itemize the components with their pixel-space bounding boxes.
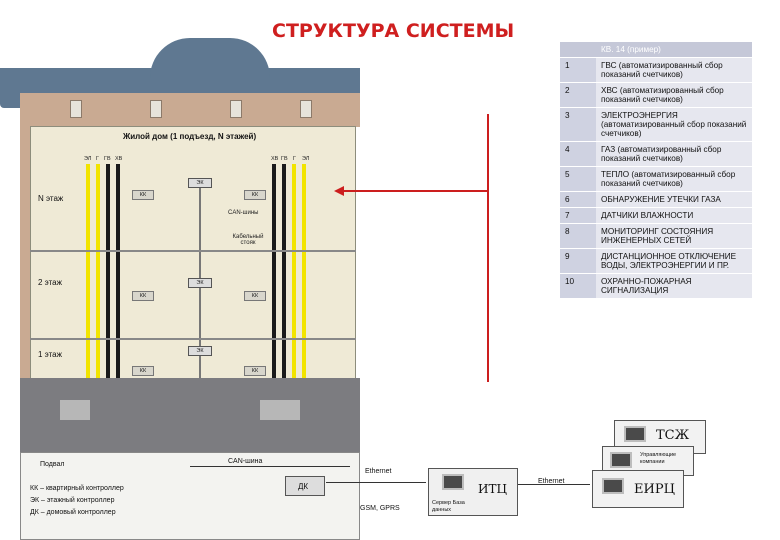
riser-label: ЭЛ <box>84 156 91 162</box>
floor-label: 2 этаж <box>38 278 62 288</box>
attic-window <box>230 100 242 118</box>
porch <box>60 400 90 420</box>
roof-dome <box>150 38 270 88</box>
row-number: 10 <box>560 274 596 299</box>
row-text: ХВС (автоматизированный сбор показаний с… <box>596 83 752 108</box>
eirc-label: ЕИРЦ <box>634 482 675 497</box>
floor-separator <box>30 338 356 340</box>
riser-label: Г <box>293 156 296 162</box>
computer-icon <box>610 452 632 468</box>
can-bus-label: CAN-шина <box>228 458 262 465</box>
uk-label: Управляющие компании <box>640 452 690 466</box>
riser-label: ЭЛ <box>302 156 309 162</box>
can-bus-label: CAN-шины <box>228 210 258 216</box>
kk-box: КК <box>244 291 266 301</box>
row-number: 4 <box>560 142 596 167</box>
row-text: ГВС (автоматизированный сбор показаний с… <box>596 58 752 83</box>
ek-box: ЭК <box>188 346 212 356</box>
floor-separator <box>30 250 356 252</box>
riser-label: ХВ <box>115 156 122 162</box>
red-connector-vertical <box>487 114 489 382</box>
red-connector-horizontal <box>342 190 488 192</box>
table-header-num <box>560 42 596 58</box>
row-number: 1 <box>560 58 596 83</box>
row-number: 6 <box>560 192 596 208</box>
gsm-label: GSM, GPRS <box>360 505 400 512</box>
basement-label: Подвал <box>40 460 64 470</box>
tszh-label: ТСЖ <box>656 428 689 443</box>
row-text: МОНИТОРИНГ СОСТОЯНИЯ ИНЖЕНЕРНЫХ СЕТЕЙ <box>596 224 752 249</box>
kk-box: КК <box>244 366 266 376</box>
porch <box>260 400 300 420</box>
can-bus-line <box>190 466 350 467</box>
kk-box: КК <box>244 190 266 200</box>
ethernet-label: Ethernet <box>365 468 391 475</box>
ethernet-line <box>326 482 426 483</box>
attic-window <box>150 100 162 118</box>
ek-box: ЭК <box>188 278 212 288</box>
kk-box: КК <box>132 366 154 376</box>
floor-label: 1 этаж <box>38 350 62 360</box>
building-illustration: Жилой дом (1 подъезд, N этажей) ЭЛ Г ГВ … <box>0 38 360 540</box>
row-text: ОБНАРУЖЕНИЕ УТЕЧКИ ГАЗА <box>596 192 752 208</box>
floor-label: N этаж <box>38 194 63 204</box>
riser-label: Г <box>96 156 99 162</box>
legend-kk: КК – квартирный контроллер <box>30 484 124 494</box>
legend-ek: ЭК – этажный контроллер <box>30 496 114 506</box>
row-number: 5 <box>560 167 596 192</box>
row-text: ТЕПЛО (автоматизированный сбор показаний… <box>596 167 752 192</box>
computer-icon <box>602 478 624 494</box>
ek-box: ЭК <box>188 178 212 188</box>
table-header-row: КВ. 14 (пример) <box>560 42 752 58</box>
attic-window <box>70 100 82 118</box>
house-heading: Жилой дом (1 подъезд, N этажей) <box>123 132 256 142</box>
server-caption: Сервер База данных <box>432 500 480 514</box>
row-text: ЭЛЕКТРОЭНЕРГИЯ (автоматизированный сбор … <box>596 108 752 142</box>
row-text: ОХРАННО-ПОЖАРНАЯ СИГНАЛИЗАЦИЯ <box>596 274 752 299</box>
kk-box: КК <box>132 291 154 301</box>
riser-label: ХВ <box>271 156 278 162</box>
riser-label: ГВ <box>104 156 111 162</box>
table-header-title: КВ. 14 (пример) <box>596 42 752 58</box>
computer-icon <box>624 426 646 442</box>
row-number: 9 <box>560 249 596 274</box>
ethernet-label-2: Ethernet <box>538 478 564 485</box>
row-text: ДИСТАНЦИОННОЕ ОТКЛЮЧЕНИЕ ВОДЫ, ЭЛЕКТРОЭН… <box>596 249 752 274</box>
kk-box: КК <box>132 190 154 200</box>
red-arrow-head-icon <box>334 186 344 196</box>
row-number: 2 <box>560 83 596 108</box>
legend-dk: ДК – домовый контроллер <box>30 508 116 518</box>
itc-label: ИТЦ <box>478 482 507 496</box>
server-computer-icon <box>442 474 464 490</box>
cable-riser-label: Кабельный стояк <box>228 234 268 246</box>
row-text: ГАЗ (автоматизированный сбор показаний с… <box>596 142 752 167</box>
row-number: 8 <box>560 224 596 249</box>
row-text: ДАТЧИКИ ВЛАЖНОСТИ <box>596 208 752 224</box>
attic-window <box>300 100 312 118</box>
riser-label: ГВ <box>281 156 288 162</box>
row-number: 7 <box>560 208 596 224</box>
dk-label: ДК <box>298 482 308 491</box>
row-number: 3 <box>560 108 596 142</box>
